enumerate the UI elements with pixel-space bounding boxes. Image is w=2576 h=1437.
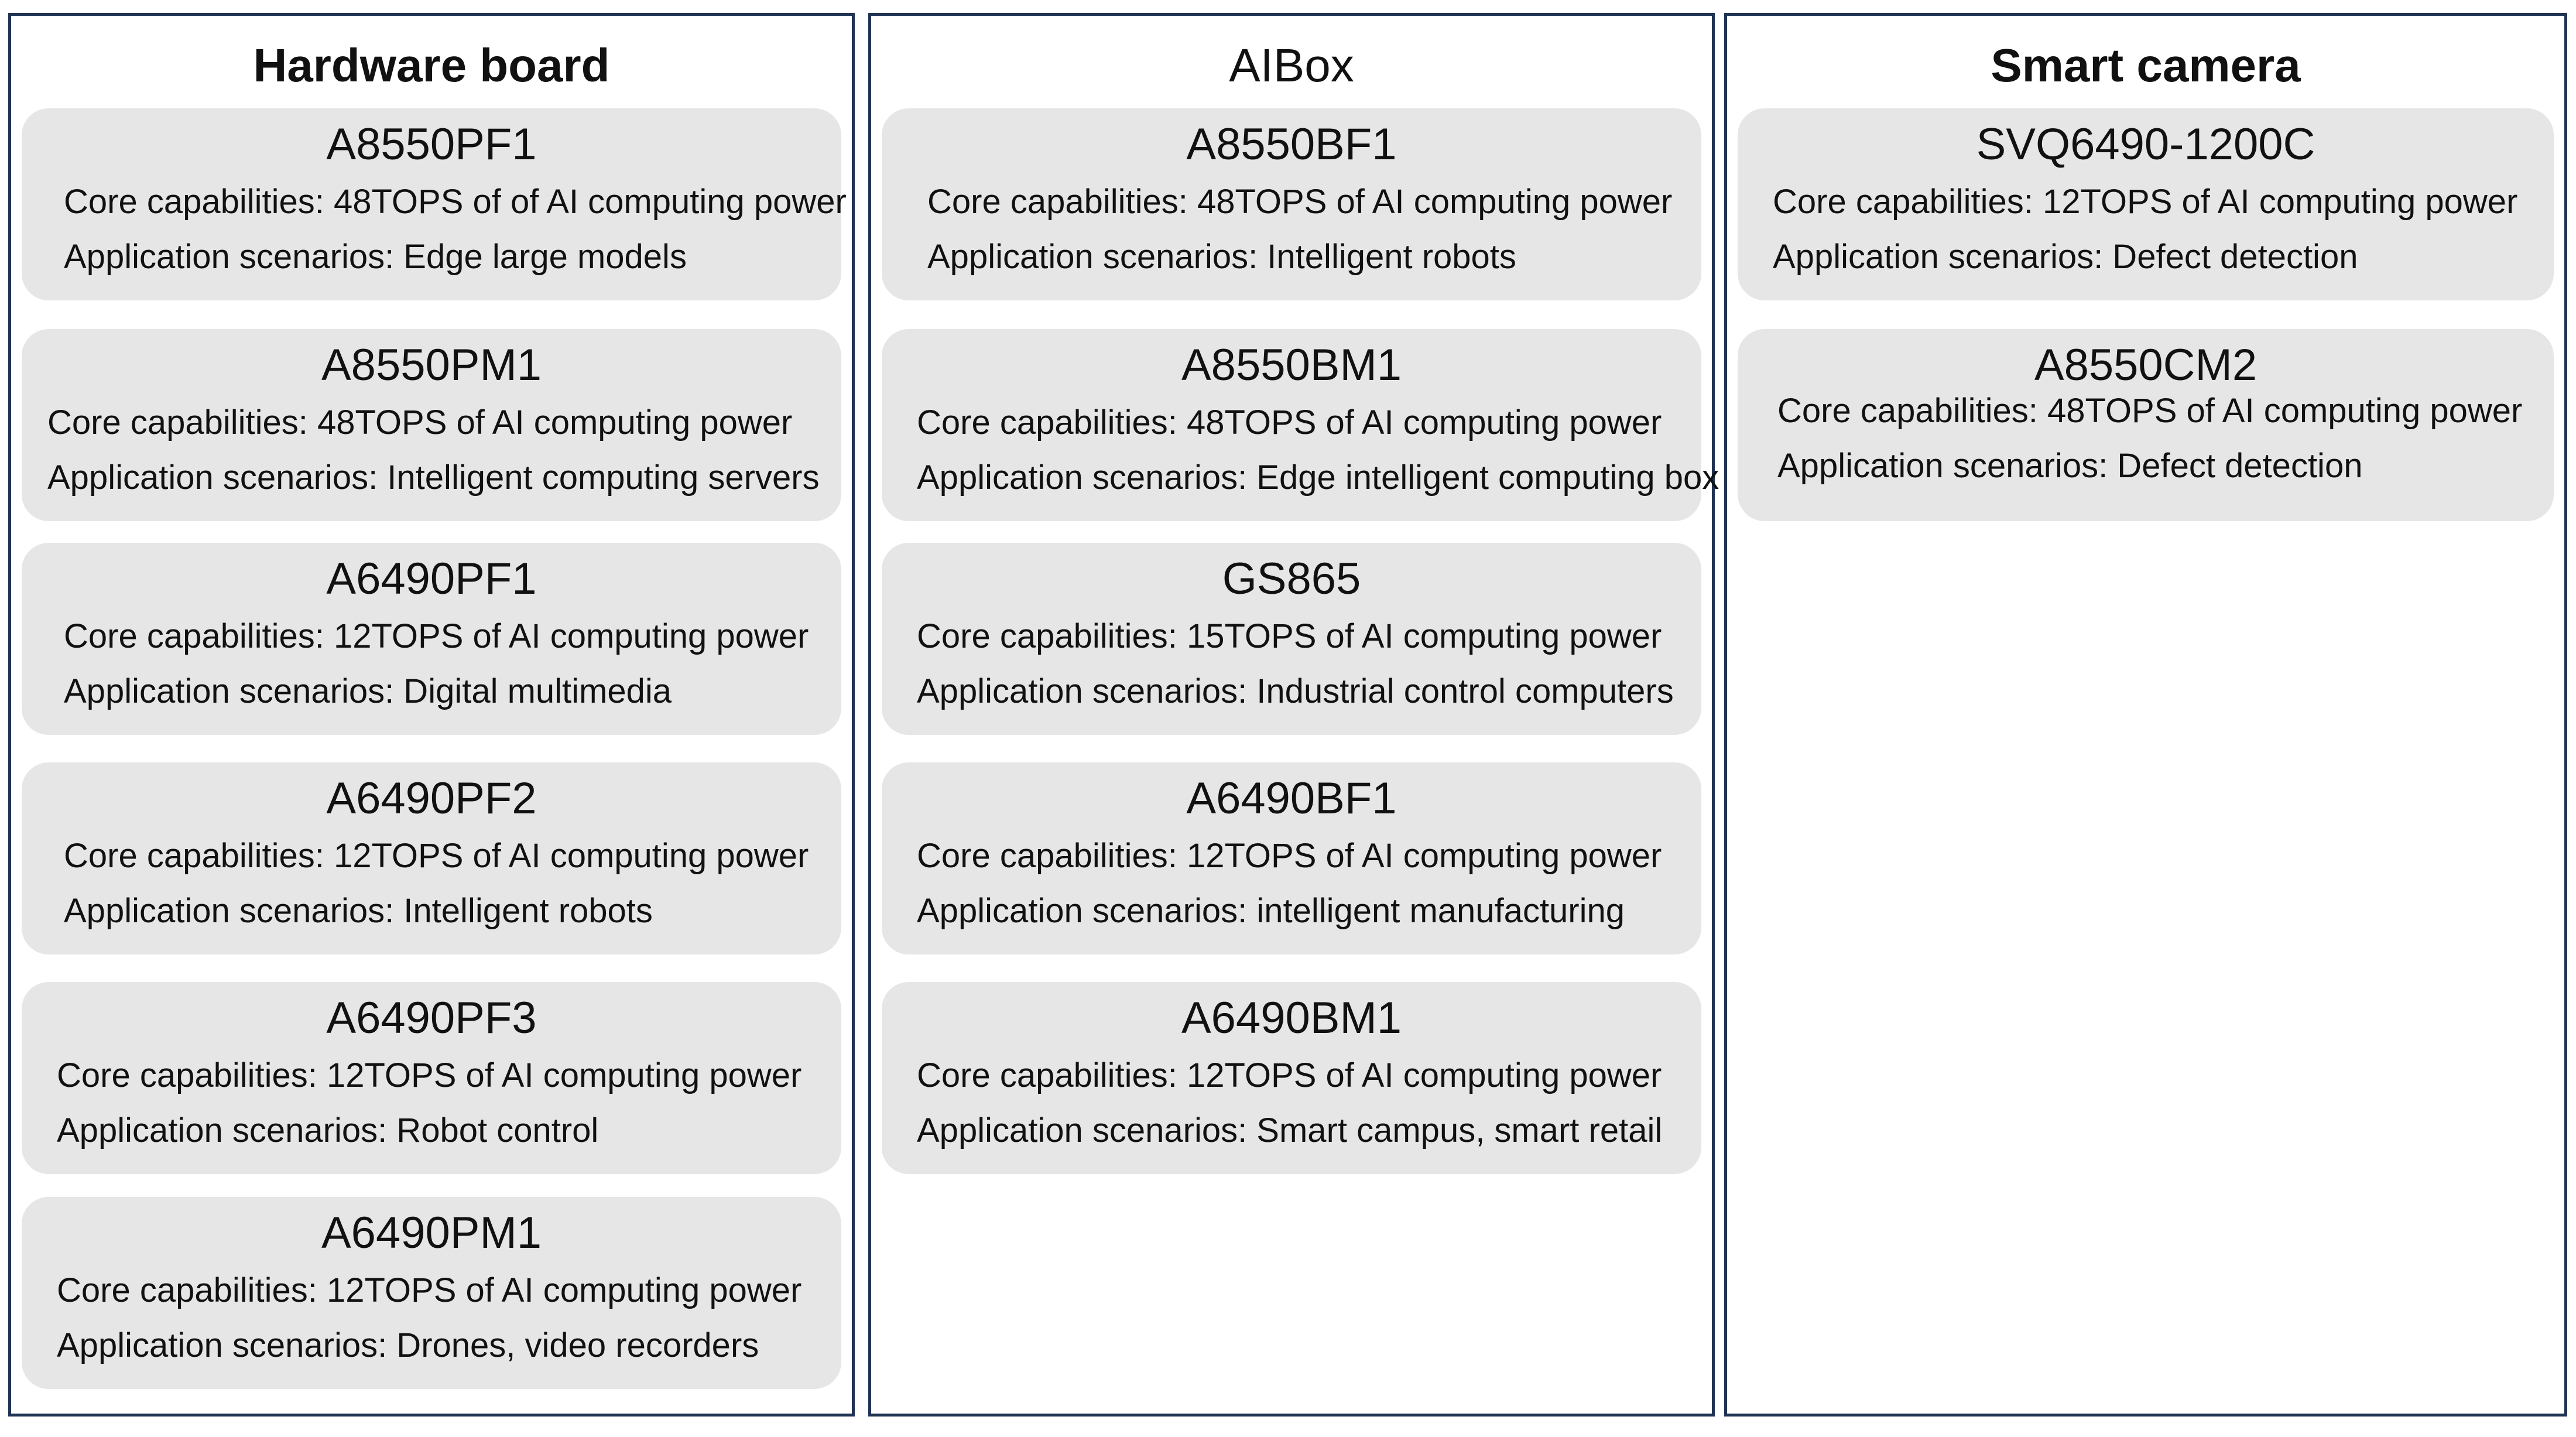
product-card: A6490PF1 Core capabilities: 12TOPS of AI… [22,543,841,735]
core-capabilities-text: Core capabilities: 12TOPS of AI computin… [917,837,1662,875]
product-card: GS865 Core capabilities: 15TOPS of AI co… [882,543,1701,735]
application-scenarios-text: Application scenarios: Digital multimedi… [64,672,672,710]
core-capabilities-text: Core capabilities: 15TOPS of AI computin… [917,617,1662,655]
product-card: A8550PM1 Core capabilities: 48TOPS of AI… [22,329,841,521]
product-name: A6490PF1 [326,554,537,604]
application-scenarios-text: Application scenarios: Intelligent robot… [927,238,1516,276]
product-card: SVQ6490-1200C Core capabilities: 12TOPS … [1738,108,2554,300]
product-name: A6490BF1 [1186,774,1397,823]
column-title: AIBox [1229,39,1354,91]
product-card: A8550CM2 Core capabilities: 48TOPS of AI… [1738,329,2554,521]
product-card: A6490BM1 Core capabilities: 12TOPS of AI… [882,982,1701,1174]
product-name: A6490PM1 [321,1208,542,1258]
product-name: A6490PF3 [326,993,537,1043]
core-capabilities-text: Core capabilities: 48TOPS of AI computin… [47,403,793,442]
core-capabilities-text: Core capabilities: 12TOPS of AI computin… [64,837,809,875]
core-capabilities-text: Core capabilities: 48TOPS of of AI compu… [64,183,847,221]
application-scenarios-text: Application scenarios: Industrial contro… [917,672,1674,710]
column-title: Smart camera [1991,39,2301,91]
application-scenarios-text: Application scenarios: Drones, video rec… [57,1326,759,1364]
core-capabilities-text: Core capabilities: 48TOPS of AI computin… [927,183,1673,221]
core-capabilities-text: Core capabilities: 12TOPS of AI computin… [64,617,809,655]
application-scenarios-text: Application scenarios: Defect detection [1773,238,2358,276]
application-scenarios-text: Application scenarios: intelligent manuf… [917,892,1625,930]
product-card: A8550BF1 Core capabilities: 48TOPS of AI… [882,108,1701,300]
application-scenarios-text: Application scenarios: Edge large models [64,238,687,276]
column-title: Hardware board [253,39,610,91]
core-capabilities-text: Core capabilities: 48TOPS of AI computin… [1777,392,2523,430]
column-hardware-board: Hardware board A8550PF1 Core capabilitie… [8,13,855,1417]
product-name: A6490BM1 [1181,993,1402,1043]
column-smart-camera: Smart camera SVQ6490-1200C Core capabili… [1724,13,2567,1417]
application-scenarios-text: Application scenarios: Intelligent compu… [47,459,820,497]
product-card: A8550PF1 Core capabilities: 48TOPS of of… [22,108,847,300]
product-card: A6490PF3 Core capabilities: 12TOPS of AI… [22,982,841,1174]
application-scenarios-text: Application scenarios: Defect detection [1777,447,2363,485]
column-aibox: AIBox A8550BF1 Core capabilities: 48TOPS… [868,13,1719,1417]
product-card: A6490PM1 Core capabilities: 12TOPS of AI… [22,1197,841,1389]
product-card: A6490PF2 Core capabilities: 12TOPS of AI… [22,762,841,954]
core-capabilities-text: Core capabilities: 12TOPS of AI computin… [917,1056,1662,1094]
product-name: A8550BF1 [1186,119,1397,169]
core-capabilities-text: Core capabilities: 12TOPS of AI computin… [57,1271,802,1309]
product-name: SVQ6490-1200C [1976,119,2315,169]
core-capabilities-text: Core capabilities: 12TOPS of AI computin… [1773,183,2518,221]
product-name: A8550CM2 [2034,340,2258,390]
product-name: GS865 [1222,554,1361,604]
application-scenarios-text: Application scenarios: Edge intelligent … [917,459,1719,497]
product-card: A6490BF1 Core capabilities: 12TOPS of AI… [882,762,1701,954]
product-name: A8550PM1 [321,340,542,390]
application-scenarios-text: Application scenarios: Intelligent robot… [64,892,653,930]
product-name: A8550BM1 [1181,340,1402,390]
product-card: A8550BM1 Core capabilities: 48TOPS of AI… [882,329,1719,521]
product-name: A6490PF2 [326,774,537,823]
product-name: A8550PF1 [326,119,537,169]
application-scenarios-text: Application scenarios: Smart campus, sma… [917,1111,1663,1149]
core-capabilities-text: Core capabilities: 48TOPS of AI computin… [917,403,1662,442]
application-scenarios-text: Application scenarios: Robot control [57,1111,599,1149]
core-capabilities-text: Core capabilities: 12TOPS of AI computin… [57,1056,802,1094]
